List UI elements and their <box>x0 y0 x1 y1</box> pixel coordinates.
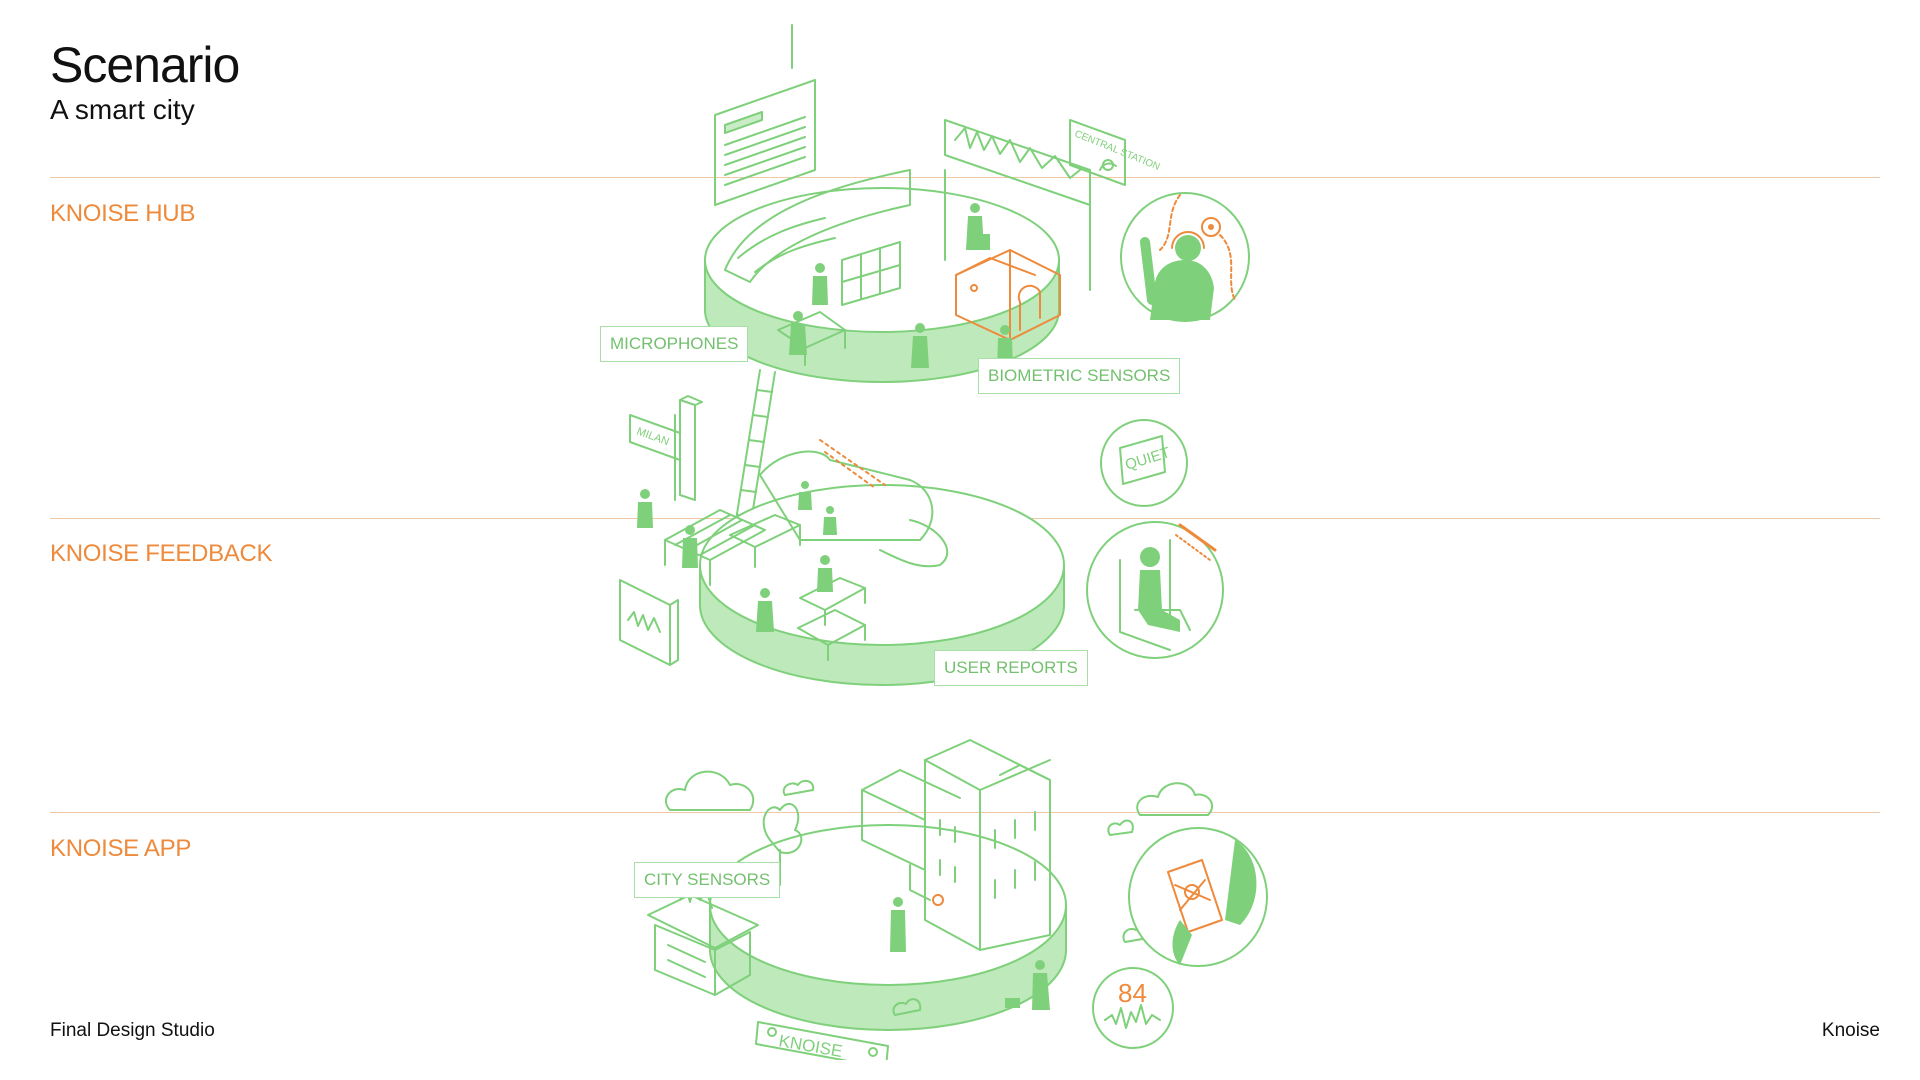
noise-level-value: 84 <box>1118 978 1147 1008</box>
section-label-feedback: KNOISE FEEDBACK <box>50 540 272 568</box>
pillar <box>680 396 702 500</box>
callout-biometric-sensors: BIOMETRIC SENSORS <box>978 358 1180 394</box>
noise-indicator <box>820 440 885 488</box>
callout-microphones: MICROPHONES <box>600 326 748 362</box>
feedback-detail-circle <box>1087 522 1223 658</box>
section-label-hub: KNOISE HUB <box>50 200 195 228</box>
page-title: Scenario <box>50 40 239 90</box>
smart-city-illustration: CENTRAL STATION MILAN QUIET 84 KNOISE <box>580 20 1320 1060</box>
noise-display <box>620 580 678 665</box>
footer-studio: Final Design Studio <box>50 1020 215 1042</box>
central-station-label: CENTRAL STATION <box>1073 129 1161 173</box>
callout-city-sensors: CITY SENSORS <box>634 862 780 898</box>
departures-board <box>715 25 815 205</box>
hub-detail-circle <box>1121 193 1249 321</box>
app-detail-circle <box>1129 828 1267 966</box>
footer-brand: Knoise <box>1822 1020 1880 1042</box>
page-subtitle: A smart city <box>50 96 195 124</box>
section-label-app: KNOISE APP <box>50 835 191 863</box>
callout-user-reports: USER REPORTS <box>934 650 1088 686</box>
